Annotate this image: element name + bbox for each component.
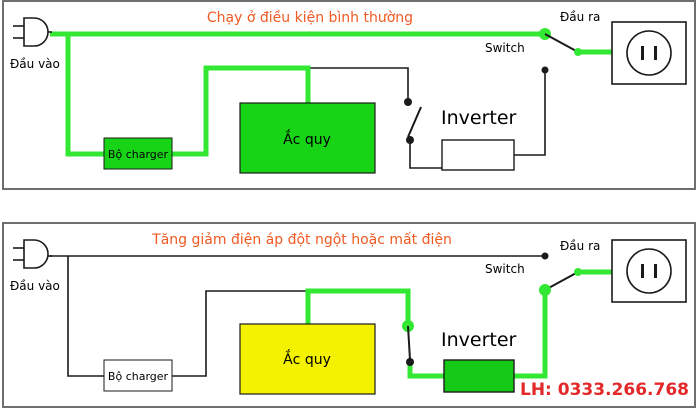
bottom-output-label: Đầu ra	[560, 239, 600, 253]
bottom-charger-in-line	[67, 256, 104, 377]
top-switch-label: Switch	[485, 41, 525, 55]
top-charger-label: Bộ charger	[108, 148, 169, 161]
bottom-switch-icon	[539, 252, 582, 296]
bottom-input-label: Đầu vào	[10, 279, 60, 293]
top-inverter-box	[441, 139, 515, 171]
top-battery-wire	[308, 67, 409, 100]
top-charger-box	[103, 137, 173, 170]
contact-phone: LH: 0333.266.768	[520, 380, 689, 400]
bottom-inverter-label: Inverter	[441, 329, 517, 351]
top-input-label: Đầu vào	[10, 57, 60, 71]
top-battery-switch-icon	[404, 98, 422, 144]
bottom-battery-wire	[305, 288, 411, 324]
bottom-inverter-out-wire	[514, 290, 548, 379]
top-title: Chạy ở điều kiện bình thường	[207, 9, 413, 26]
bottom-charger-box	[103, 359, 173, 392]
top-outlet-icon	[611, 21, 687, 85]
top-charge-line	[172, 65, 311, 157]
top-charger-in-line	[65, 34, 104, 157]
top-inverter-out-wire	[514, 72, 546, 156]
top-battery-label: Ắc quy	[283, 129, 331, 148]
bottom-outlet-icon	[611, 239, 687, 303]
top-output-label: Đầu ra	[560, 10, 600, 24]
plug-icon	[13, 17, 52, 47]
plug-icon	[13, 239, 52, 269]
top-battery-box	[239, 102, 376, 174]
bottom-battery-box	[239, 323, 376, 395]
top-diagram: Chạy ở điều kiện bình thường Đầu vào Đầu…	[10, 9, 687, 174]
bottom-inverter-box	[443, 359, 515, 393]
bottom-battery-switch-icon	[402, 320, 414, 366]
bottom-charger-label: Bộ charger	[108, 370, 169, 383]
bottom-diagram: Tăng giảm điện áp đột ngột hoặc mất điện…	[10, 232, 687, 395]
top-inverter-in-wire	[409, 140, 442, 169]
bottom-battery-label: Ắc quy	[283, 349, 331, 368]
bottom-inverter-in-wire	[407, 362, 444, 379]
bottom-title: Tăng giảm điện áp đột ngột hoặc mất điện	[151, 232, 452, 248]
top-switch-icon	[539, 28, 582, 74]
bottom-switch-label: Switch	[485, 262, 525, 276]
top-inverter-label: Inverter	[441, 107, 517, 129]
